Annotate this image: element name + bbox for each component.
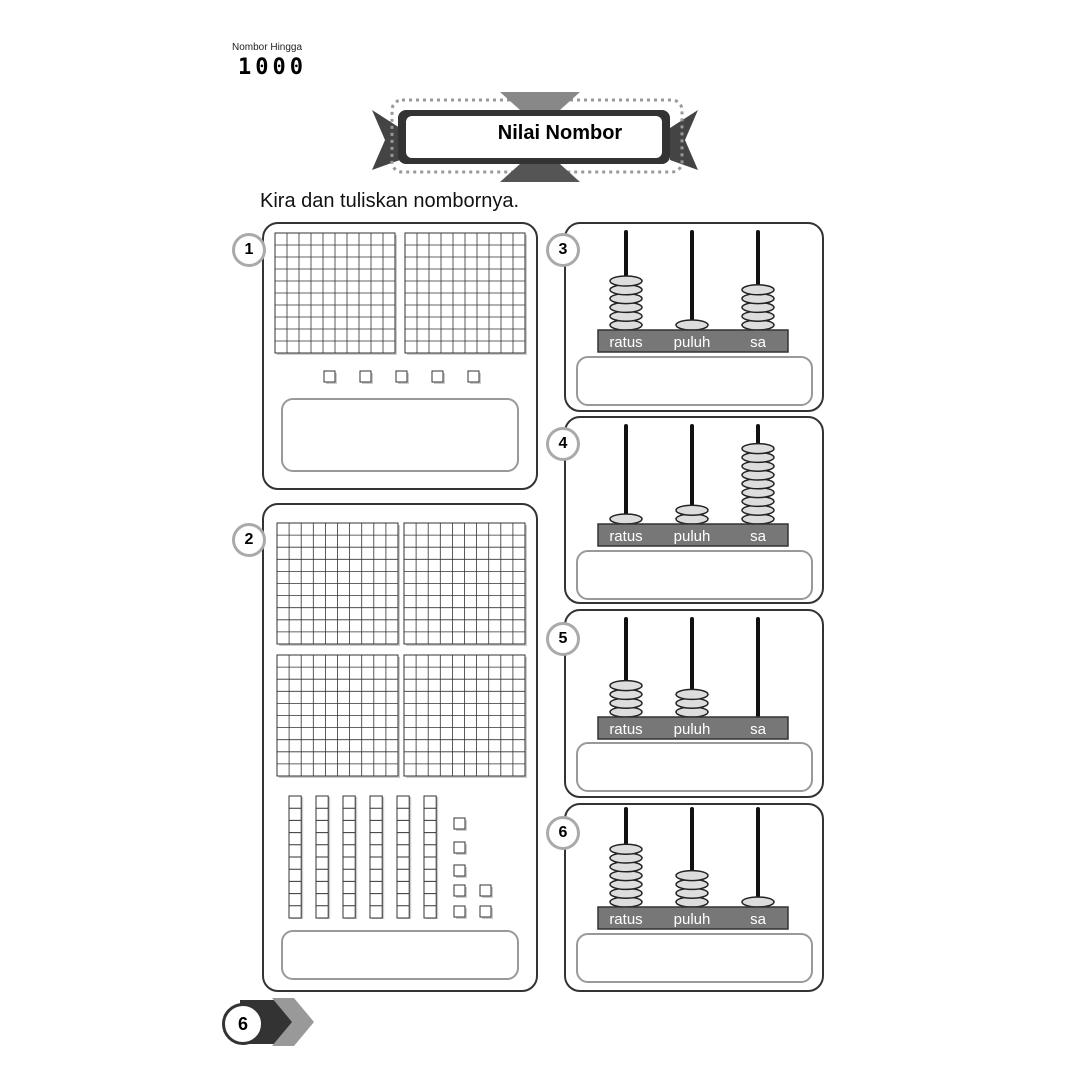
- block-grid: [404, 655, 525, 776]
- abacus-base: [597, 523, 789, 547]
- abacus-bead: [675, 869, 709, 882]
- abacus-bead: [609, 275, 643, 287]
- unit-cube: [479, 905, 492, 918]
- place-label-ratus: ratus: [609, 911, 642, 928]
- abacus-bead: [675, 319, 709, 331]
- unit-cube: [453, 817, 466, 830]
- unit-cube: [359, 370, 372, 383]
- abacus-bead: [609, 513, 643, 525]
- place-label-ratus: ratus: [609, 528, 642, 545]
- ten-rod: [315, 795, 331, 919]
- abacus-bead: [675, 688, 709, 701]
- answer-box-3[interactable]: [576, 356, 813, 406]
- place-label-puluh: puluh: [674, 334, 711, 351]
- block-grid: [404, 523, 525, 644]
- unit-cube: [479, 884, 492, 897]
- hundred-block: [276, 522, 400, 646]
- ten-rod: [369, 795, 385, 919]
- block-grid: [277, 655, 398, 776]
- question-number-4: 4: [546, 427, 580, 461]
- rod-lines: [343, 807, 356, 907]
- rod-lines: [424, 807, 437, 907]
- unit-cube: [453, 884, 466, 897]
- question-number-5: 5: [546, 622, 580, 656]
- hundred-block: [276, 654, 400, 778]
- place-label-puluh: puluh: [674, 721, 711, 738]
- place-label-sa: sa: [750, 911, 767, 928]
- place-label-sa: sa: [750, 334, 767, 351]
- place-label-ratus: ratus: [609, 721, 642, 738]
- hundred-block: [404, 232, 527, 355]
- answer-box-4[interactable]: [576, 550, 813, 600]
- hundred-block: [274, 232, 397, 355]
- topic-label: Nombor Hingga: [232, 42, 303, 53]
- answer-box-2[interactable]: [281, 930, 519, 980]
- abacus-bead: [741, 896, 775, 908]
- question-number-1: 1: [232, 233, 266, 267]
- question-number-6: 6: [546, 816, 580, 850]
- unit-cube: [453, 841, 466, 854]
- place-label-puluh: puluh: [674, 911, 711, 928]
- answer-box-6[interactable]: [576, 933, 813, 983]
- unit-cube: [395, 370, 408, 383]
- unit-cube: [453, 864, 466, 877]
- hundred-block: [403, 654, 527, 778]
- abacus-base: [597, 906, 789, 930]
- place-label-sa: sa: [750, 721, 767, 738]
- abacus-bead: [741, 442, 775, 455]
- abacus-bead: [675, 504, 709, 516]
- abacus-bead: [741, 284, 775, 296]
- place-label-sa: sa: [750, 528, 767, 545]
- abacus-5: ratus puluh sa: [597, 617, 789, 740]
- question-number-3: 3: [546, 233, 580, 267]
- question-number-2: 2: [232, 523, 266, 557]
- hundred-block: [403, 522, 527, 646]
- block-grid: [405, 233, 525, 353]
- ten-rod: [423, 795, 439, 919]
- rod-lines: [397, 807, 410, 907]
- page-title: Nilai Nombor: [497, 122, 623, 144]
- rod-lines: [316, 807, 329, 907]
- abacus-base: [597, 329, 789, 353]
- abacus-6: ratus puluh sa: [597, 807, 789, 930]
- abacus-bead: [609, 843, 643, 855]
- topic-number: 1000: [238, 55, 307, 80]
- rod-lines: [289, 807, 302, 907]
- unit-cube: [453, 905, 466, 918]
- ten-rod: [342, 795, 358, 919]
- block-grid: [277, 523, 398, 644]
- unit-cube: [431, 370, 444, 383]
- instruction: Kira dan tuliskan nombornya.: [260, 190, 520, 212]
- unit-cube: [467, 370, 480, 383]
- block-grid: [275, 233, 395, 353]
- answer-box-1[interactable]: [281, 398, 519, 472]
- unit-cube: [323, 370, 336, 383]
- abacus-4: ratus puluh sa: [597, 424, 789, 547]
- place-label-ratus: ratus: [609, 334, 642, 351]
- abacus-base: [597, 716, 789, 740]
- place-label-puluh: puluh: [674, 528, 711, 545]
- title-banner: [372, 92, 698, 182]
- page-number: 6: [222, 1003, 264, 1045]
- abacus-3: ratus puluh sa: [597, 230, 789, 353]
- abacus-bead: [609, 679, 643, 692]
- ten-rod: [396, 795, 412, 919]
- answer-box-5[interactable]: [576, 742, 813, 792]
- ten-rod: [288, 795, 304, 919]
- rod-lines: [370, 807, 383, 907]
